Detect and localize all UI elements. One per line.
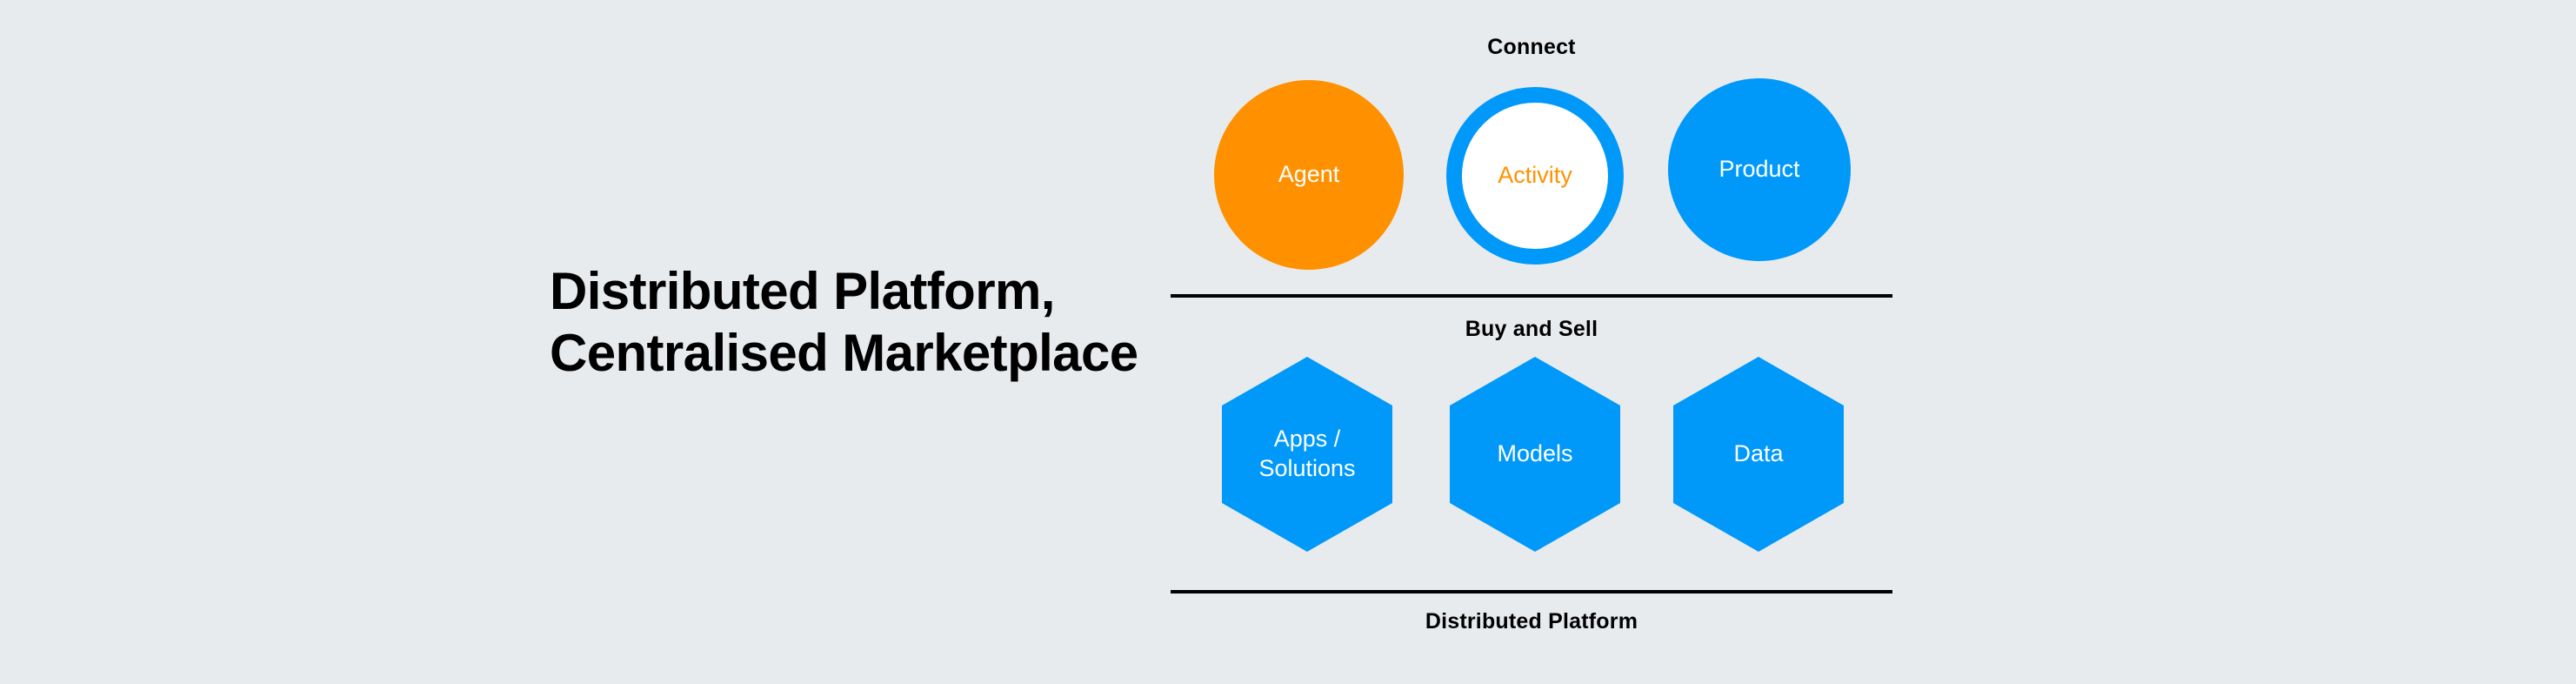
band-label-buy-and-sell: Buy and Sell [1465,317,1598,341]
marketplace-node-row: Apps / Solutions Models Data [1171,357,1892,557]
node-agent-label: Agent [1278,161,1340,188]
node-agent[interactable]: Agent [1214,80,1404,270]
node-apps-solutions-label-line-2: Solutions [1258,455,1356,481]
node-activity-label: Activity [1498,162,1572,189]
band-label-connect: Connect [1487,35,1576,59]
band-label-distributed-platform: Distributed Platform [1425,609,1638,634]
node-activity[interactable]: Activity [1446,87,1624,265]
node-apps-solutions-label-line-1: Apps / [1273,426,1341,453]
node-apps-solutions-label: Apps / Solutions [1258,425,1355,484]
platform-diagram: Connect Agent Activity Product Buy and S… [1171,0,1892,684]
node-apps-solutions[interactable]: Apps / Solutions [1222,357,1392,552]
node-data[interactable]: Data [1673,357,1844,552]
divider-buysell-platform [1171,590,1892,593]
node-data-label: Data [1733,440,1784,467]
page-title-line-2: Centralised Marketplace [550,323,1138,382]
node-models[interactable]: Models [1450,357,1620,552]
node-product[interactable]: Product [1668,78,1851,261]
page-title-line-1: Distributed Platform, [550,262,1055,320]
divider-connect-buysell [1171,294,1892,298]
connect-node-row: Agent Activity Product [1171,77,1892,277]
page-title: Distributed Platform, Centralised Market… [550,261,1211,385]
node-product-label: Product [1718,156,1800,183]
node-models-label: Models [1497,440,1573,467]
